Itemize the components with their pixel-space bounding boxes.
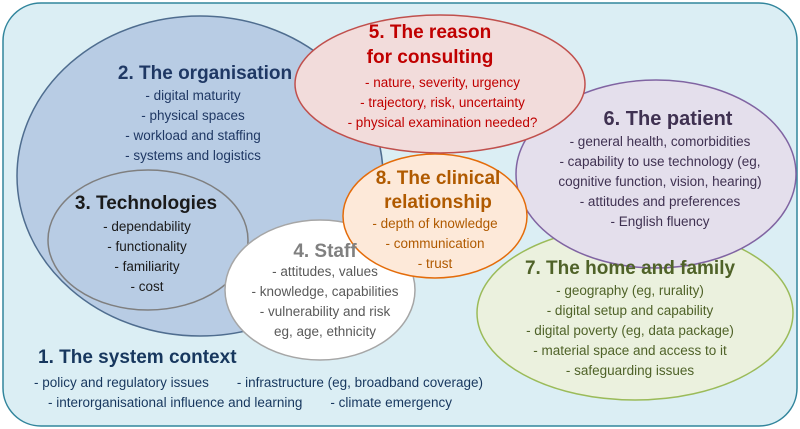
list-item: - English fluency <box>610 214 710 229</box>
list-item: - attitudes, values <box>272 264 378 279</box>
system-context-items: - policy and regulatory issues - infrast… <box>34 373 574 413</box>
list-item: - communication <box>385 236 485 251</box>
list-item: - physical spaces <box>141 108 245 123</box>
list-item: - trust <box>417 256 453 271</box>
list-item: - infrastructure (eg, broadband coverage… <box>236 375 483 390</box>
list-item: - digital poverty (eg, data package) <box>526 323 734 338</box>
list-item: - depth of knowledge <box>372 216 498 231</box>
system-context-row: - policy and regulatory issues - infrast… <box>34 373 574 393</box>
list-item: - functionality <box>107 239 187 254</box>
list-item: - geography (eg, rurality) <box>556 283 704 298</box>
staff-items: - attitudes, values - knowledge, capabil… <box>225 262 425 342</box>
list-item: cognitive function, vision, hearing) <box>558 174 762 189</box>
organisation-title: 2. The organisation <box>117 63 293 84</box>
clinical-relationship-title: 8. The clinical relationship <box>348 167 528 215</box>
list-item: - workload and staffing <box>125 128 261 143</box>
list-item: - climate emergency <box>330 395 452 410</box>
list-item: - systems and logistics <box>125 148 261 163</box>
system-context-row: - interorganisational influence and lear… <box>34 393 574 413</box>
patient-ellipse <box>515 79 797 269</box>
clinical-title-line: 8. The clinical <box>375 168 501 189</box>
home-family-items: - geography (eg, rurality) - digital set… <box>490 281 770 381</box>
home-family-title: 7. The home and family <box>524 258 736 279</box>
staff-title: 4. Staff <box>293 241 357 262</box>
technologies-ellipse <box>47 169 249 311</box>
patient-items: - general health, comorbidities - capabi… <box>520 132 800 232</box>
list-item: - dependability <box>103 219 191 234</box>
patient-title: 6. The patient <box>603 108 733 130</box>
list-item: - physical examination needed? <box>347 115 538 130</box>
organisation-items: - digital maturity - physical spaces - w… <box>88 86 298 166</box>
list-item: - interorganisational influence and lear… <box>48 395 303 410</box>
reason-title-line: 5. The reason <box>368 22 492 43</box>
reason-ellipse <box>294 14 586 154</box>
list-item: - general health, comorbidities <box>569 134 751 149</box>
reason-title-line: for consulting <box>366 47 494 68</box>
clinical-relationship-ellipse <box>342 153 528 279</box>
clinical-relationship-items: - depth of knowledge - communication - t… <box>350 214 520 274</box>
clinical-title-line: relationship <box>384 192 492 213</box>
list-item: - trajectory, risk, uncertainty <box>360 95 525 110</box>
list-item: - cost <box>130 279 164 294</box>
list-item: - familiarity <box>114 259 180 274</box>
reason-title: 5. The reason for consulting <box>340 20 520 70</box>
list-item: - digital maturity <box>145 88 241 103</box>
technologies-items: - dependability - functionality - famili… <box>72 217 222 297</box>
list-item: eg, age, ethnicity <box>273 324 377 339</box>
list-item: - capability to use technology (eg, <box>559 154 761 169</box>
list-item: - knowledge, capabilities <box>251 284 399 299</box>
list-item: - nature, severity, urgency <box>364 75 521 90</box>
system-context-title: 1. The system context <box>38 347 237 368</box>
list-item: - safeguarding issues <box>565 363 695 378</box>
list-item: - material space and access to it <box>533 343 727 358</box>
list-item: - digital setup and capability <box>546 303 714 318</box>
list-item: - vulnerability and risk <box>259 304 391 319</box>
reason-items: - nature, severity, urgency - trajectory… <box>320 73 565 133</box>
technologies-title: 3. Technologies <box>74 193 218 214</box>
list-item: - policy and regulatory issues <box>34 375 209 390</box>
list-item: - attitudes and preferences <box>579 194 741 209</box>
